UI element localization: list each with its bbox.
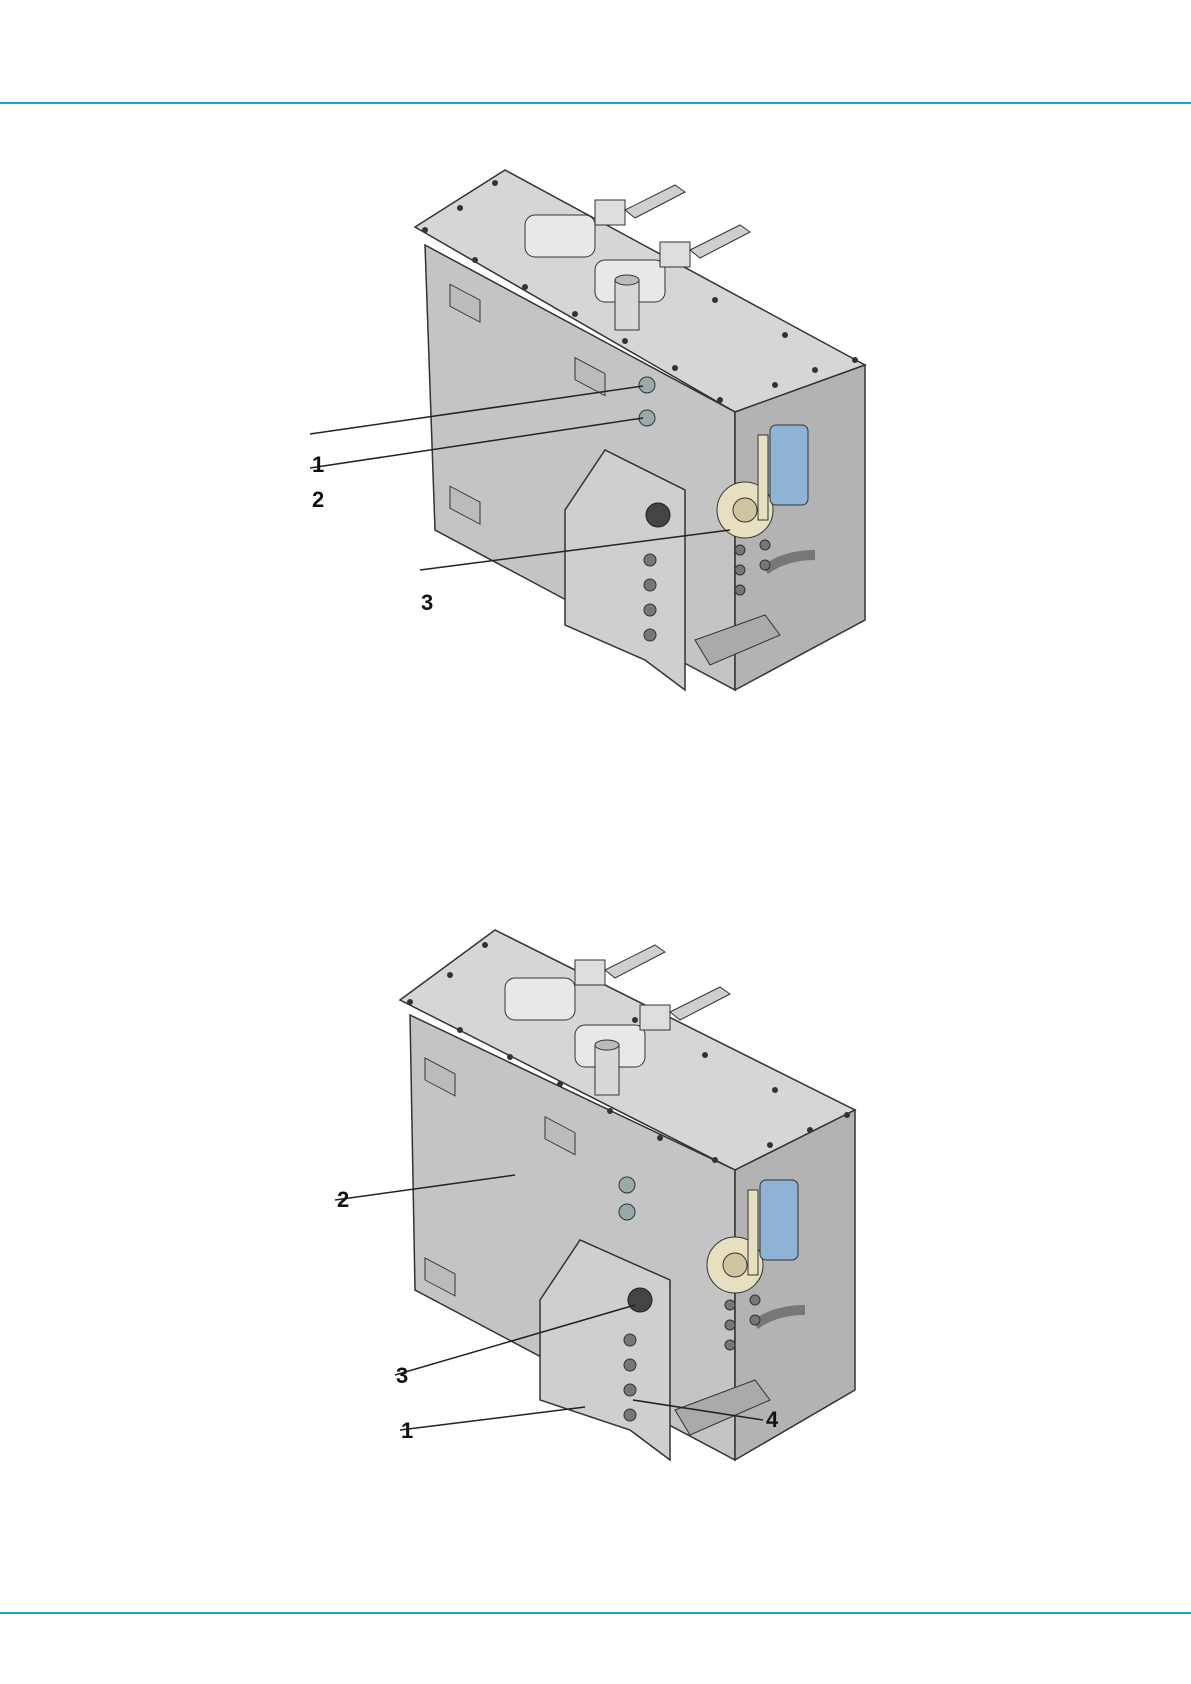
breather-cylinder (615, 280, 639, 330)
callout-1: 1 (401, 1418, 413, 1444)
callout-3: 3 (396, 1363, 408, 1389)
pipe-fitting-1 (605, 945, 665, 978)
leader-line-1 (400, 1407, 585, 1430)
pump-valve-2 (640, 1005, 670, 1030)
header-rule (0, 102, 1191, 104)
tank-illustration-bottom: 2 3 1 4 (175, 920, 935, 1480)
callout-3: 3 (421, 590, 433, 616)
callout-1: 1 (312, 452, 324, 478)
tank-illustration-top: 1 2 3 (175, 150, 935, 710)
pump-valve-2 (660, 242, 690, 267)
port-upper (619, 1177, 635, 1193)
pipe-fitting-2 (670, 987, 730, 1020)
pump-valve-1 (575, 960, 605, 985)
tank-drawing-bottom (175, 920, 935, 1480)
control-box (565, 450, 685, 690)
breather-cylinder (595, 1045, 619, 1095)
callout-2: 2 (337, 1187, 349, 1213)
tank-drawing-top (175, 150, 935, 710)
footer-rule (0, 1612, 1191, 1614)
filter-canister (760, 1180, 798, 1260)
pump-cover-1 (505, 978, 575, 1020)
vent-pipe (748, 1190, 758, 1275)
pump-valve-1 (595, 200, 625, 225)
control-knob (628, 1288, 652, 1312)
control-box (540, 1240, 670, 1460)
callout-4: 4 (766, 1407, 778, 1433)
control-knob (646, 503, 670, 527)
port-lower (619, 1204, 635, 1220)
pipe-fitting-1 (625, 185, 685, 218)
pipe-fitting-2 (690, 225, 750, 258)
vent-pipe (758, 435, 768, 520)
filter-canister (770, 425, 808, 505)
pump-cover-1 (525, 215, 595, 257)
port-1 (639, 377, 655, 393)
callout-2: 2 (312, 487, 324, 513)
